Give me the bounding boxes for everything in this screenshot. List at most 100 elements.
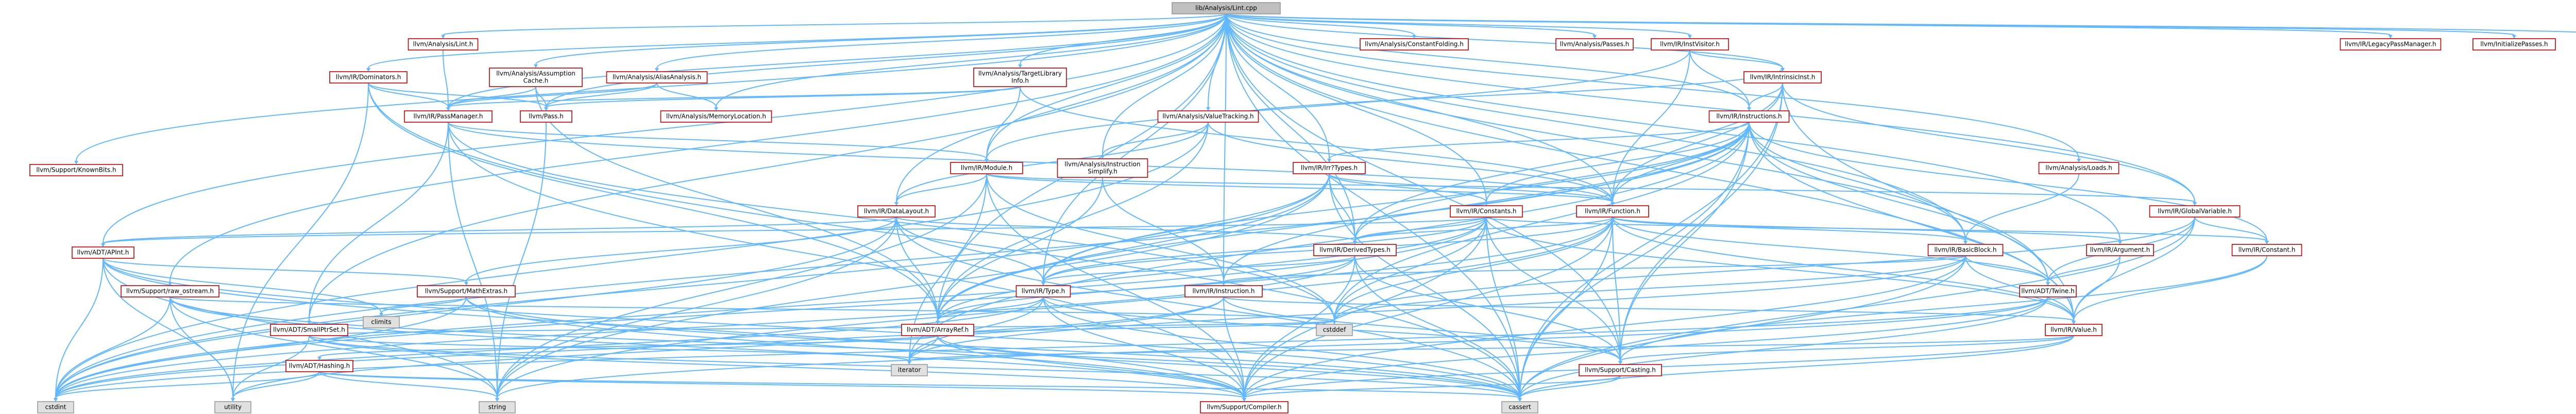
edge-n_mathextras-to-n_climits xyxy=(381,296,467,313)
node-type[interactable]: llvm/IR/Type.h xyxy=(1015,285,1071,297)
edge-arrowhead xyxy=(2077,159,2081,162)
node-initpasses[interactable]: llvm/InitializePasses.h xyxy=(2472,38,2556,51)
edge-n_constants-to-n_cstddef xyxy=(1334,217,1487,321)
node-argument[interactable]: llvm/IR/Argument.h xyxy=(2086,244,2154,256)
node-basicblock[interactable]: llvm/IR/BasicBlock.h xyxy=(1927,244,2004,256)
edge-n_smallptrset-to-n_compiler xyxy=(309,335,1245,399)
edge-arrowhead xyxy=(1327,159,1331,162)
edge-arrowhead xyxy=(1332,321,1336,324)
edge-n_intrinsicinst-to-n_instructions xyxy=(1749,82,1783,108)
node-label: llvm/Analysis/Instruction xyxy=(1064,161,1140,168)
edge-n_type-to-n_compiler xyxy=(1043,296,1245,399)
edge-n_smallptrset-to-n_iterator xyxy=(309,335,910,361)
node-intrinsicinst[interactable]: llvm/IR/IntrinsicInst.h xyxy=(1743,71,1822,84)
node-legacypm[interactable]: llvm/IR/LegacyPassManager.h xyxy=(2340,38,2442,51)
edge-n_derivedtypes-to-n_cassert xyxy=(1354,255,1520,399)
node-twine[interactable]: llvm/ADT/Twine.h xyxy=(2019,285,2077,297)
node-hashing[interactable]: llvm/ADT/Hashing.h xyxy=(285,360,353,372)
edge-n_instvisitor-to-n_instructions xyxy=(1689,49,1750,108)
node-dominators[interactable]: llvm/IR/Dominators.h xyxy=(329,71,408,84)
edge-arrowhead xyxy=(1611,202,1615,206)
node-instvisitor[interactable]: llvm/IR/InstVisitor.h xyxy=(1651,38,1729,51)
node-passmgr[interactable]: llvm/IR/PassManager.h xyxy=(404,110,493,123)
node-casting[interactable]: llvm/Support/Casting.h xyxy=(1579,364,1662,376)
edge-root-to-n_module xyxy=(986,13,1227,159)
edge-n_lint_h-to-n_passmgr xyxy=(443,49,449,108)
node-value[interactable]: llvm/IR/Value.h xyxy=(2045,324,2103,336)
node-constant[interactable]: llvm/IR/Constant.h xyxy=(2231,244,2302,256)
node-apint[interactable]: llvm/ADT/APInt.h xyxy=(72,246,134,259)
edge-root-to-n_instruction xyxy=(1223,13,1227,283)
node-memloc[interactable]: llvm/Analysis/MemoryLocation.h xyxy=(660,110,772,123)
node-instructions[interactable]: llvm/IR/Instructions.h xyxy=(1708,110,1790,123)
edge-n_type-to-n_arrayref xyxy=(937,296,1044,321)
node-passes[interactable]: llvm/Analysis/Passes.h xyxy=(1555,38,1634,51)
node-box xyxy=(2231,244,2302,256)
node-constfold[interactable]: llvm/Analysis/ConstantFolding.h xyxy=(1360,38,1469,51)
edge-arrowhead xyxy=(1618,361,1622,365)
node-valuetracking[interactable]: llvm/Analysis/ValueTracking.h xyxy=(1157,110,1259,123)
node-label: iterator xyxy=(898,367,921,374)
node-irbuild[interactable]: llvm/IR/Irr?Types.h xyxy=(1293,162,1366,174)
node-rawostream[interactable]: llvm/Support/raw_ostream.h xyxy=(121,285,219,297)
edge-n_constants-to-n_cassert xyxy=(1486,217,1520,399)
node-function[interactable]: llvm/IR/Function.h xyxy=(1576,205,1649,218)
edge-arrowhead xyxy=(1041,282,1045,286)
edge-n_instructions-to-n_casting xyxy=(1620,122,1750,361)
node-instruction[interactable]: llvm/IR/Instruction.h xyxy=(1184,285,1263,297)
node-box xyxy=(37,401,74,413)
edge-n_derivedtypes-to-n_arrayref xyxy=(937,255,1355,321)
edge-root-to-n_memloc xyxy=(716,13,1227,108)
edge-arrowhead xyxy=(714,107,718,111)
node-label: lib/Analysis/Lint.cpp xyxy=(1195,5,1257,12)
edge-arrowhead xyxy=(1206,107,1210,111)
node-arrayref[interactable]: llvm/ADT/ArrayRef.h xyxy=(901,324,974,336)
edge-n_instruction-to-n_casting xyxy=(1223,296,1621,361)
edge-n_constants-to-n_arrayref xyxy=(937,217,1487,321)
edge-root-to-n_debug xyxy=(1226,13,2576,33)
node-smallptrset[interactable]: llvm/ADT/SmallPtrSet.h xyxy=(270,324,348,336)
edge-root-to-n_rawostream xyxy=(170,13,1227,283)
node-label: climits xyxy=(371,319,391,326)
edge-n_alias-to-n_passmgr xyxy=(448,82,657,108)
edge-n_constants-to-n_casting xyxy=(1486,217,1621,361)
edge-n_instructions-to-n_irbuild xyxy=(1329,122,1750,159)
node-alias[interactable]: llvm/Analysis/AliasAnalysis.h xyxy=(606,71,708,84)
node-label: llvm/IR/Irr?Types.h xyxy=(1301,164,1358,172)
edge-arrowhead xyxy=(101,243,105,247)
node-box xyxy=(1184,285,1263,297)
node-lint-h[interactable]: llvm/Analysis/Lint.h xyxy=(408,38,479,51)
node-box xyxy=(1157,110,1259,123)
edge-n_derivedtypes-to-n_cstdint xyxy=(55,255,1355,399)
node-datalayout[interactable]: llvm/IR/DataLayout.h xyxy=(857,205,936,218)
edge-n_tli-to-n_module xyxy=(986,86,1021,159)
edge-n_function-to-n_twine xyxy=(1612,217,2048,283)
node-loads[interactable]: llvm/Analysis/Loads.h xyxy=(2038,162,2120,174)
node-globalvar[interactable]: llvm/IR/GlobalVariable.h xyxy=(2149,205,2241,218)
edge-n_passmgr-to-n_string xyxy=(448,122,498,399)
node-compiler[interactable]: llvm/Support/Compiler.h xyxy=(1200,401,1289,413)
edge-arrowhead xyxy=(894,202,899,206)
node-module[interactable]: llvm/IR/Module.h xyxy=(950,162,1023,174)
edge-n_datalayout-to-n_derivedtypes xyxy=(896,217,1355,241)
edge-n_irbuild-to-n_cstdint xyxy=(55,173,1330,399)
node-derivedtypes[interactable]: llvm/IR/DerivedTypes.h xyxy=(1313,244,1397,256)
edge-arrowhead xyxy=(1353,241,1357,244)
node-box xyxy=(1579,364,1662,376)
edge-root-to-n_dominators xyxy=(368,13,1227,69)
edge-n_valuetracking-to-n_intrinsicinst xyxy=(1208,68,1783,123)
edge-n_valuetracking-to-n_datalayout xyxy=(896,122,1209,203)
node-label: llvm/IR/Type.h xyxy=(1022,288,1065,295)
node-root[interactable]: lib/Analysis/Lint.cpp xyxy=(1172,2,1281,14)
node-mathextras[interactable]: llvm/Support/MathExtras.h xyxy=(417,285,516,297)
node-box xyxy=(329,71,408,84)
edge-root-to-n_assumption xyxy=(535,13,1227,65)
node-knownbits[interactable]: llvm/Support/KnownBits.h xyxy=(29,164,123,176)
node-label: llvm/IR/DataLayout.h xyxy=(864,208,929,215)
edge-n_instvisitor-to-n_intrinsicinst xyxy=(1689,49,1783,69)
node-constants[interactable]: llvm/IR/Constants.h xyxy=(1450,205,1523,218)
node-pass[interactable]: llvm/Pass.h xyxy=(520,110,572,123)
